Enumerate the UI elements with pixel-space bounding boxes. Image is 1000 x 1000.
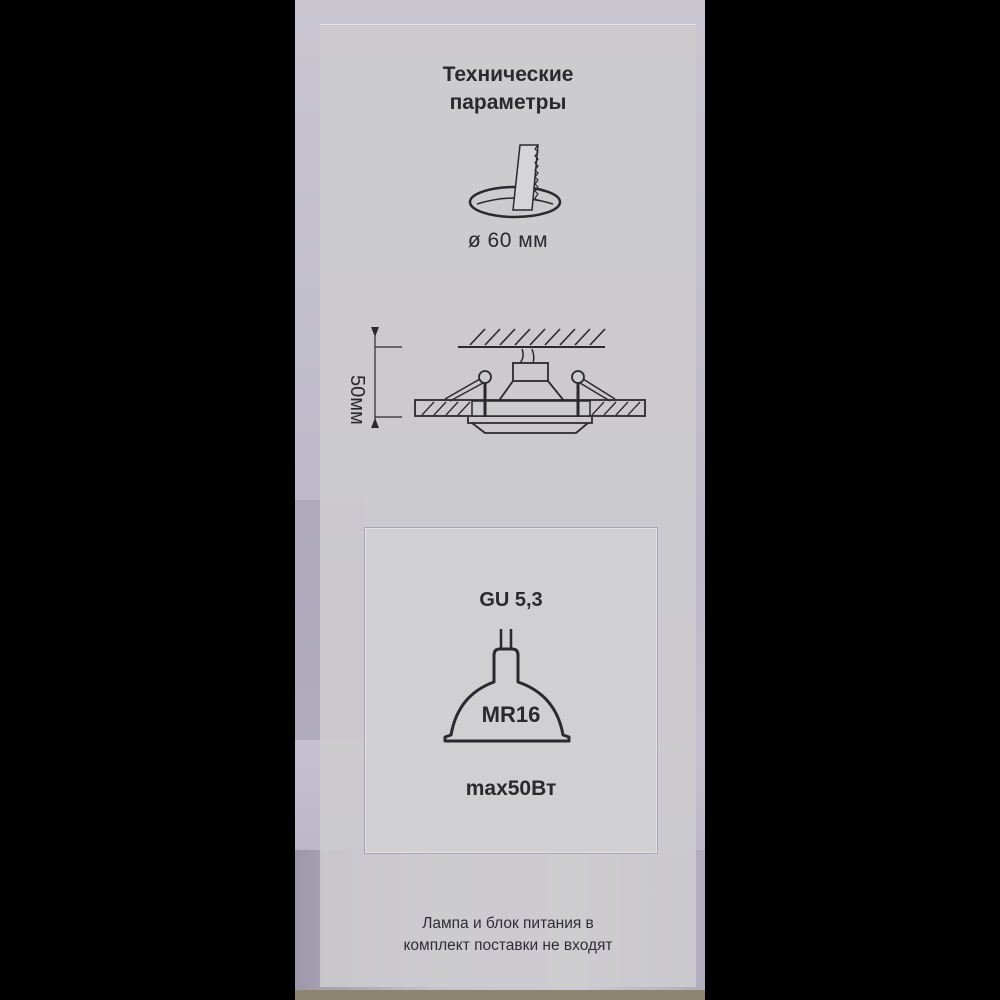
lamp-specs-panel: GU 5,3 MR16 max50Вт <box>365 528 657 853</box>
mr16-bulb-icon <box>443 629 571 743</box>
cutout-diameter-label: ø 60 мм <box>467 229 549 252</box>
saw-cutout-icon <box>468 144 562 219</box>
max-power-label: max50Вт <box>465 777 557 800</box>
title-line-2: параметры <box>449 91 567 114</box>
recessed-installation-icon <box>371 327 646 434</box>
box-bottom-edge <box>295 990 705 1000</box>
technical-parameters-panel: Технические параметры ø 60 мм <box>320 24 696 987</box>
panel-title: Технические параметры <box>320 61 696 117</box>
mounting-depth-label: 50мм <box>346 375 368 425</box>
bulb-type-label: MR16 <box>481 702 541 727</box>
note-line-1: Лампа и блок питания в <box>422 915 594 932</box>
note-line-2: комплект поставки не входят <box>403 937 613 954</box>
socket-type-label: GU 5,3 <box>479 589 543 611</box>
title-line-1: Технические <box>442 63 574 86</box>
package-note: Лампа и блок питания в комплект поставки… <box>320 913 696 957</box>
